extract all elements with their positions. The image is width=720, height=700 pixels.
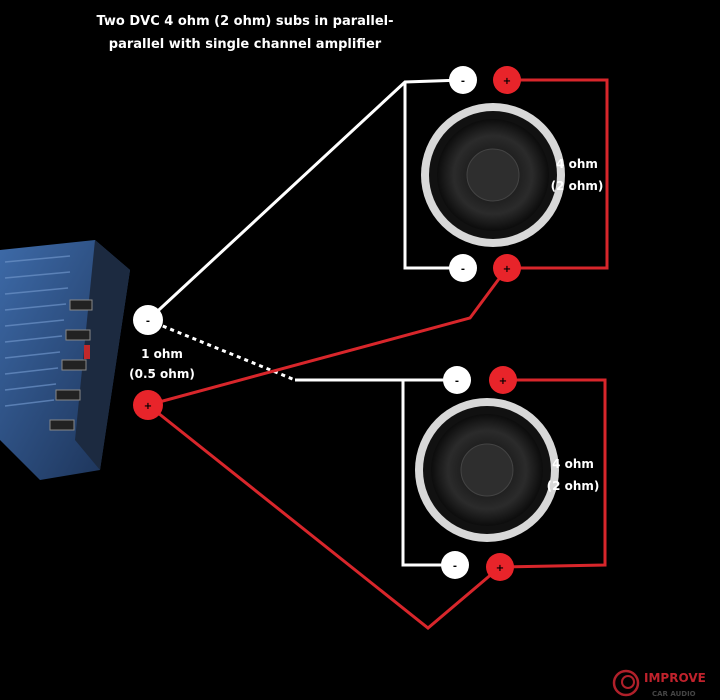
svg-text:-: - xyxy=(146,316,150,327)
sub1-neg-terminal-top: - xyxy=(449,66,477,94)
svg-text:-: - xyxy=(461,264,465,275)
sub2-impedance-alt: (2 ohm) xyxy=(547,479,600,493)
sub2-impedance: 4 ohm xyxy=(552,457,594,471)
logo-brand: IMPROVE xyxy=(644,671,706,685)
amplifier xyxy=(0,240,130,480)
sub2-pos-terminal-bottom: + xyxy=(486,553,514,581)
improve-car-audio-logo: IMPROVE CAR AUDIO xyxy=(612,669,706,698)
svg-text:-: - xyxy=(461,76,465,87)
logo-sub: CAR AUDIO xyxy=(652,690,696,698)
negative-wires xyxy=(146,78,464,567)
title-line2: parallel with single channel amplifier xyxy=(109,37,382,52)
svg-text:+: + xyxy=(499,376,507,387)
svg-text:+: + xyxy=(503,76,511,87)
svg-text:+: + xyxy=(496,563,504,574)
svg-text:+: + xyxy=(144,401,152,412)
svg-text:-: - xyxy=(455,376,459,387)
positive-wires xyxy=(147,78,609,630)
sub1-neg-terminal-bottom: - xyxy=(449,254,477,282)
amp-impedance-alt: (0.5 ohm) xyxy=(129,367,195,381)
sub2-neg-terminal-top: - xyxy=(443,366,471,394)
title-line1: Two DVC 4 ohm (2 ohm) subs in parallel- xyxy=(96,14,393,29)
amp-impedance: 1 ohm xyxy=(141,347,183,361)
sub2-neg-terminal-bottom: - xyxy=(441,551,469,579)
sub1-pos-terminal-top: + xyxy=(493,66,521,94)
svg-text:+: + xyxy=(503,264,511,275)
sub1-pos-terminal-bottom: + xyxy=(493,254,521,282)
amp-neg-terminal: - xyxy=(133,305,163,335)
subwoofer-bottom: 4 ohm (2 ohm) xyxy=(415,398,599,542)
amp-pos-terminal: + xyxy=(133,390,163,420)
sub1-impedance-alt: (2 ohm) xyxy=(551,179,604,193)
svg-text:-: - xyxy=(453,561,457,572)
sub1-impedance: 4 ohm xyxy=(556,157,598,171)
subwoofer-top: 4 ohm (2 ohm) xyxy=(421,103,603,247)
sub2-pos-terminal-top: + xyxy=(489,366,517,394)
